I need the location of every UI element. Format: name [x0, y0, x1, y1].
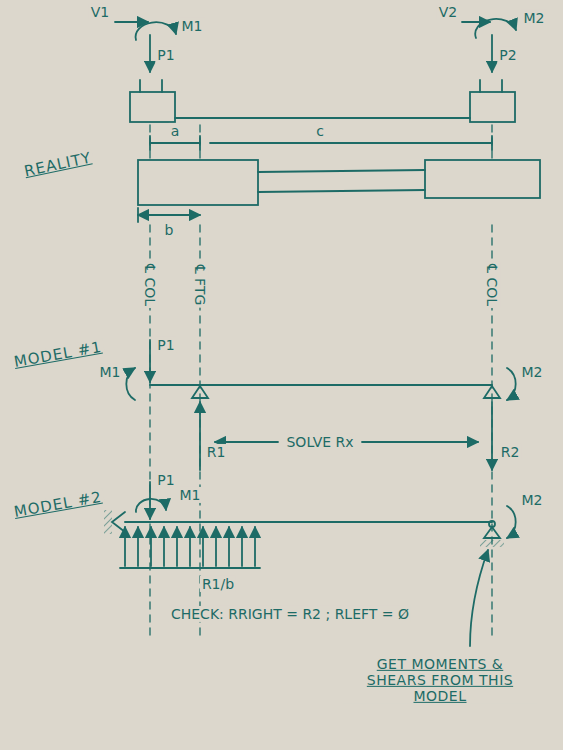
reaction-label: R2 — [499, 444, 522, 460]
dimension-label: c — [314, 123, 326, 139]
shear-label: V1 — [89, 4, 111, 20]
distributed-load-arrow — [124, 527, 126, 566]
moment-label: M2 — [520, 364, 545, 380]
reaction-label: R1 — [205, 444, 228, 460]
distributed-load-arrow — [254, 527, 256, 566]
moment-label: M1 — [178, 487, 203, 503]
instruction-note: GET MOMENTS & SHEARS FROM THIS MODEL — [343, 656, 537, 704]
distributed-load-arrow — [163, 527, 165, 566]
section-title: REALITY — [21, 149, 95, 181]
moment-label: M1 — [180, 18, 205, 34]
centerline-label: ℄ COL — [142, 262, 158, 308]
distributed-load-arrow — [189, 527, 191, 566]
distributed-load-arrow — [137, 527, 139, 566]
distributed-load-arrow — [215, 527, 217, 566]
distributed-load-arrow — [150, 527, 152, 566]
shear-label: V2 — [437, 4, 459, 20]
moment-label: M2 — [522, 10, 547, 26]
load-label: P1 — [155, 337, 176, 353]
instruction-label: SOLVE Rx — [284, 434, 355, 450]
distributed-load-arrow — [241, 527, 243, 566]
centerline-label: ℄ COL — [484, 262, 500, 308]
load-label: P1 — [155, 472, 176, 488]
load-label: R1/b — [200, 576, 236, 592]
distributed-load-arrow — [202, 527, 204, 566]
dimension-label: b — [163, 222, 176, 238]
moment-label: M2 — [520, 492, 545, 508]
centerline-label: ℄ FTG — [192, 263, 208, 308]
check-note: CHECK: RRIGHT = R2 ; RLEFT = Ø — [169, 606, 411, 622]
section-title: MODEL #1 — [11, 338, 106, 371]
moment-label: M1 — [98, 364, 123, 380]
distributed-load-arrow — [176, 527, 178, 566]
load-label: P2 — [497, 47, 518, 63]
dimension-label: a — [169, 123, 182, 139]
load-label: P1 — [155, 47, 176, 63]
section-title: MODEL #2 — [11, 488, 106, 521]
distributed-load-arrow — [228, 527, 230, 566]
